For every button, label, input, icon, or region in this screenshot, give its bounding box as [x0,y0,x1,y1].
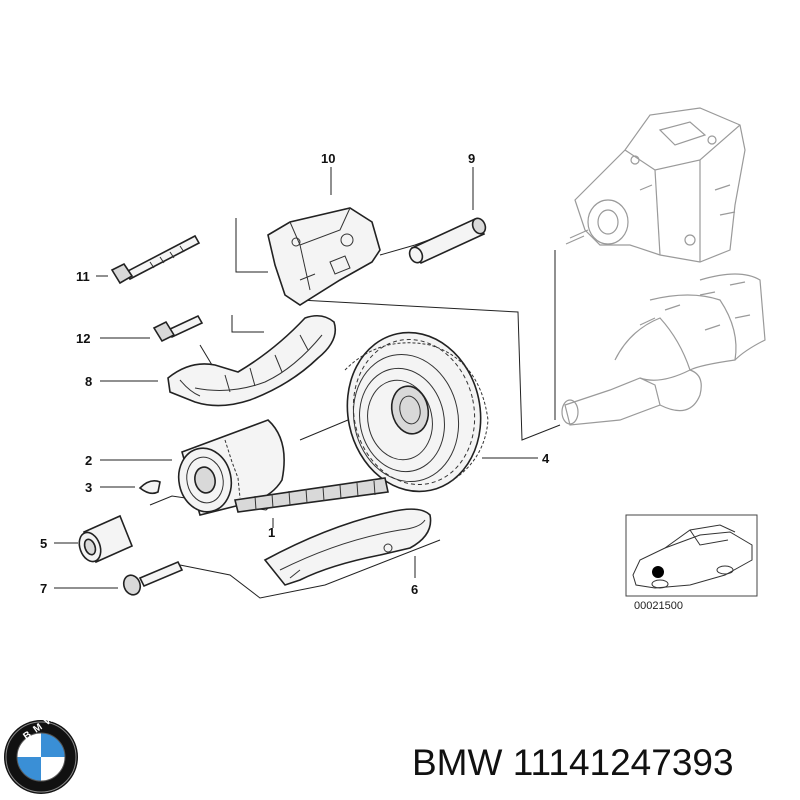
part-6-guide-rail [263,508,432,586]
car-outline-icon [632,524,753,589]
injection-pump-illustration [565,107,746,263]
part-10-bracket [267,207,381,306]
part-11-long-bolt [110,234,201,285]
callout-12: 12 [76,331,90,346]
part-5-sleeve [78,514,134,564]
part-9-pin [408,217,487,265]
part-3-key [138,480,161,495]
callout-4: 4 [542,451,550,466]
bmw-logo: BMW [4,711,78,794]
crankshaft-illustration [561,273,766,426]
part-2-small-sprocket [177,419,285,516]
callout-labels: 11 12 8 2 3 5 7 10 9 4 1 6 [40,151,550,597]
callout-6: 6 [411,582,418,597]
callout-1: 1 [268,525,275,540]
engine-location-marker [652,566,664,578]
callout-5: 5 [40,536,47,551]
part-12-short-bolt [152,314,204,343]
part-8-tensioner-rail [167,314,337,407]
part-1-timing-chain [234,342,489,513]
part-title: BMW 11141247393 [412,742,734,783]
callout-10: 10 [321,151,335,166]
callout-7: 7 [40,581,47,596]
inset-reference-number: 00021500 [634,600,683,612]
leader-lines [54,167,538,589]
part-7-bolt [122,560,184,596]
callout-8: 8 [85,374,92,389]
callout-3: 3 [85,480,92,495]
part-4-large-sprocket [346,331,482,493]
callout-9: 9 [468,151,475,166]
callout-2: 2 [85,453,92,468]
vehicle-location-inset: 00021500 [625,514,758,612]
callout-11: 11 [76,269,90,284]
